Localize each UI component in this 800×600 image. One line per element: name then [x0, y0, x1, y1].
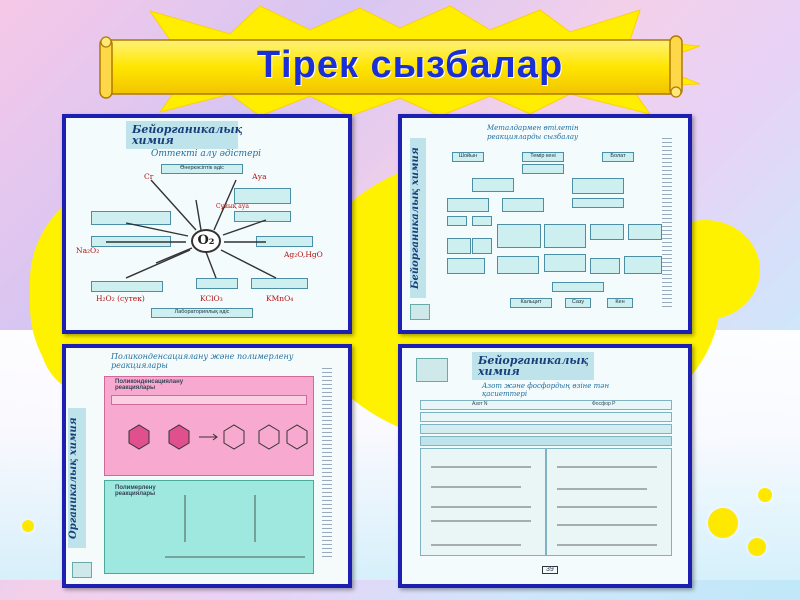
table-header [420, 400, 672, 410]
decorative-dot [22, 520, 34, 532]
diagram-box [590, 224, 624, 240]
diagram-box [472, 238, 492, 254]
diagram-box [624, 256, 662, 274]
diagram-box [552, 282, 604, 292]
laboratory-method-box: Лабораториялық әдіс [151, 308, 253, 318]
diagram-box: Темір кені [522, 152, 564, 162]
oxygen-center: O₂ [191, 229, 221, 253]
reaction-box [91, 281, 163, 292]
formula-label: KMnO₄ [266, 294, 294, 303]
diagram-box [544, 224, 586, 248]
equation-line [111, 395, 307, 405]
diagram-box [590, 258, 620, 274]
metals-reactions-panel: Бейорганикалық химия Металдармен өтілеті… [398, 114, 692, 334]
title-scroll-banner [99, 35, 683, 99]
side-print [322, 368, 332, 558]
table-row [420, 436, 672, 446]
side-print [662, 138, 672, 308]
diagram-box [447, 238, 471, 254]
reaction-schemes [431, 466, 531, 546]
page-title: Тірек сызбалар [256, 44, 564, 86]
diagram-box [447, 258, 485, 274]
diagram-box [572, 198, 624, 208]
diagram-box: Кен [607, 298, 633, 308]
column-phosphorus: Фосфор P [592, 401, 616, 407]
formula-label: Ag₂O,HgO [284, 250, 323, 259]
table-row [420, 424, 672, 434]
diagram-box [447, 216, 467, 226]
reaction-box [234, 188, 291, 204]
decorative-dot [758, 488, 772, 502]
diagram-box: Болат [602, 152, 634, 162]
arrows-diagram [106, 179, 277, 279]
section-a-title: Поликонденсациялану реакциялары [115, 379, 184, 391]
reaction-schemes [557, 466, 657, 546]
reactions-left [420, 448, 546, 556]
decorative-dot [748, 538, 766, 556]
diagram-box [544, 254, 586, 272]
panel-subtitle: Азот және фосфордың өзіне тән қасиеттері [482, 382, 610, 398]
formula-label: H₂O₂ (сутек) [96, 294, 145, 303]
polymerization-panel: Органикалық химия Поликонденсациялану жә… [62, 344, 352, 588]
diagram-box [497, 256, 539, 274]
table-row [420, 412, 672, 422]
page-number: 39 [542, 566, 558, 574]
emblem-logo [410, 304, 430, 320]
nitrogen-phosphorus-panel: Бейорганикалық химия Азот және фосфордың… [398, 344, 692, 588]
formula-label: Сұйық ауа [216, 203, 249, 210]
emblem-logo [72, 562, 92, 578]
section-b: Полимерлену реакциялары [104, 480, 314, 574]
reactions-right [546, 448, 672, 556]
side-label: Бейорганикалық химия [410, 138, 426, 298]
decorative-dot [708, 508, 738, 538]
panel-subtitle: Поликонденсациялану және полимерлену реа… [111, 352, 294, 370]
column-nitrogen: Азот N [472, 401, 488, 407]
formula-label: Ауа [252, 172, 267, 181]
reaction-box [196, 278, 238, 289]
emblem-logo [416, 358, 448, 382]
panel-header: Бейорганикалық химия [126, 121, 242, 149]
diagram-box: Кальцит [510, 298, 552, 308]
formula-label: Na₂O₂ [76, 246, 100, 255]
formula-label: Cr [144, 172, 154, 181]
formula-label: KClO₃ [200, 294, 223, 303]
diagram-box: Сазу [565, 298, 591, 308]
industrial-method-box: Өнеркәсіптік әдіс [161, 164, 243, 174]
diagram-box [522, 164, 564, 174]
diagram-box [572, 178, 624, 194]
side-label: Органикалық химия [68, 408, 86, 548]
panel-header: Бейорганикалық химия [472, 352, 594, 380]
section-a: Поликонденсациялану реакциялары [104, 376, 314, 476]
diagram-box [502, 198, 544, 212]
oxygen-methods-panel: Бейорганикалық химия Оттекті алу әдістер… [62, 114, 352, 334]
polymer-chains [165, 495, 305, 558]
panel-subtitle: Оттекті алу әдістері [151, 149, 262, 159]
diagram-box [447, 198, 489, 212]
diagram-box [628, 224, 662, 240]
panel-subtitle: Металдармен өтілетін реакцияларды сызбал… [487, 124, 579, 141]
molecule-structures [128, 424, 308, 450]
diagram-box [472, 216, 492, 226]
reaction-box [251, 278, 308, 289]
section-b-title: Полимерлену реакциялары [115, 485, 156, 497]
diagram-box: Шойын [452, 152, 484, 162]
diagram-box [497, 224, 541, 248]
diagram-box [472, 178, 514, 192]
